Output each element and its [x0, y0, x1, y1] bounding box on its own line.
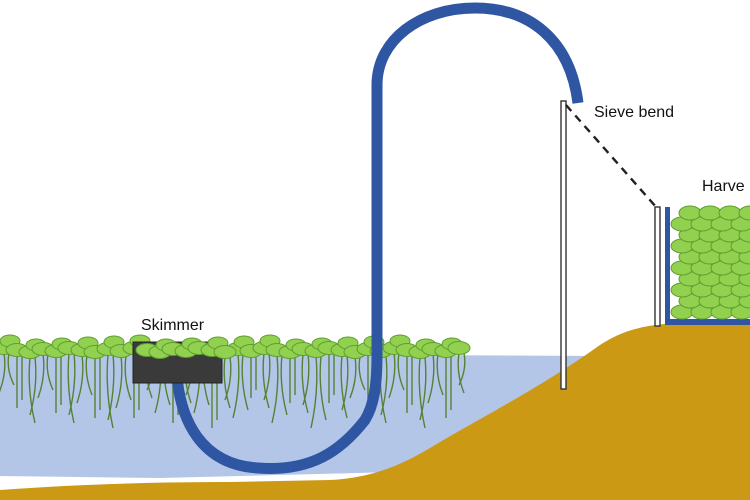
root-strand [224, 356, 232, 401]
root-strand [436, 353, 444, 396]
root-strand [263, 352, 271, 401]
root-strand [76, 354, 84, 404]
root-strand [458, 352, 466, 386]
root-strand [271, 354, 279, 424]
root-strand [380, 355, 388, 416]
ground-embankment [0, 321, 750, 500]
root-strand [301, 353, 309, 414]
duckweed-leaf [213, 345, 237, 359]
root-strand [310, 355, 318, 429]
skimmer-label: Skimmer [141, 317, 205, 334]
harvest-post [654, 206, 661, 327]
root-strand [319, 355, 327, 421]
root-strand [341, 354, 349, 411]
root-strand [37, 353, 45, 399]
harvested-leaf [698, 205, 722, 221]
root-strand [340, 354, 348, 419]
harvested-leaf [738, 227, 750, 243]
root-strand [262, 352, 270, 409]
root-strand [7, 352, 15, 386]
floating-plants-front [135, 336, 237, 359]
root-strand [106, 353, 114, 429]
harvested-leaf [738, 205, 750, 221]
root-strand [124, 355, 132, 401]
root-strand [67, 352, 75, 424]
harvested-leaf [718, 205, 742, 221]
duckweed-leaf [447, 341, 471, 355]
root-strand [427, 353, 435, 404]
sieve-connector-line [565, 104, 658, 209]
root-strand [29, 356, 37, 416]
harvested-plants [670, 205, 750, 320]
harvested-leaf [738, 249, 750, 265]
sieve-bend-post [560, 100, 567, 390]
root-strand [115, 355, 123, 409]
root-strand [28, 356, 36, 424]
harvested-leaf [738, 293, 750, 309]
siphon-pipe [170, 2, 584, 475]
root-strand [241, 353, 249, 411]
root-strand [397, 352, 405, 391]
root-strand [418, 356, 426, 429]
root-strand [46, 353, 54, 391]
root-strand [68, 352, 76, 416]
root-strand [232, 353, 240, 419]
root-strand [388, 352, 396, 399]
root-strand [107, 353, 115, 421]
root-strand [280, 354, 288, 416]
root-strand [223, 356, 231, 409]
root-strand [349, 356, 357, 399]
harvested-leaf [678, 205, 702, 221]
harvest-container [665, 207, 750, 325]
root-strand [85, 354, 93, 396]
harvest-label: Harve [702, 178, 745, 195]
root-strand [0, 352, 6, 393]
root-strand [457, 352, 465, 394]
root-strand [358, 356, 366, 391]
sieve-bend-label: Sieve bend [594, 104, 675, 121]
harvested-leaf [738, 271, 750, 287]
root-strand [302, 353, 310, 406]
root-strand [419, 356, 427, 421]
